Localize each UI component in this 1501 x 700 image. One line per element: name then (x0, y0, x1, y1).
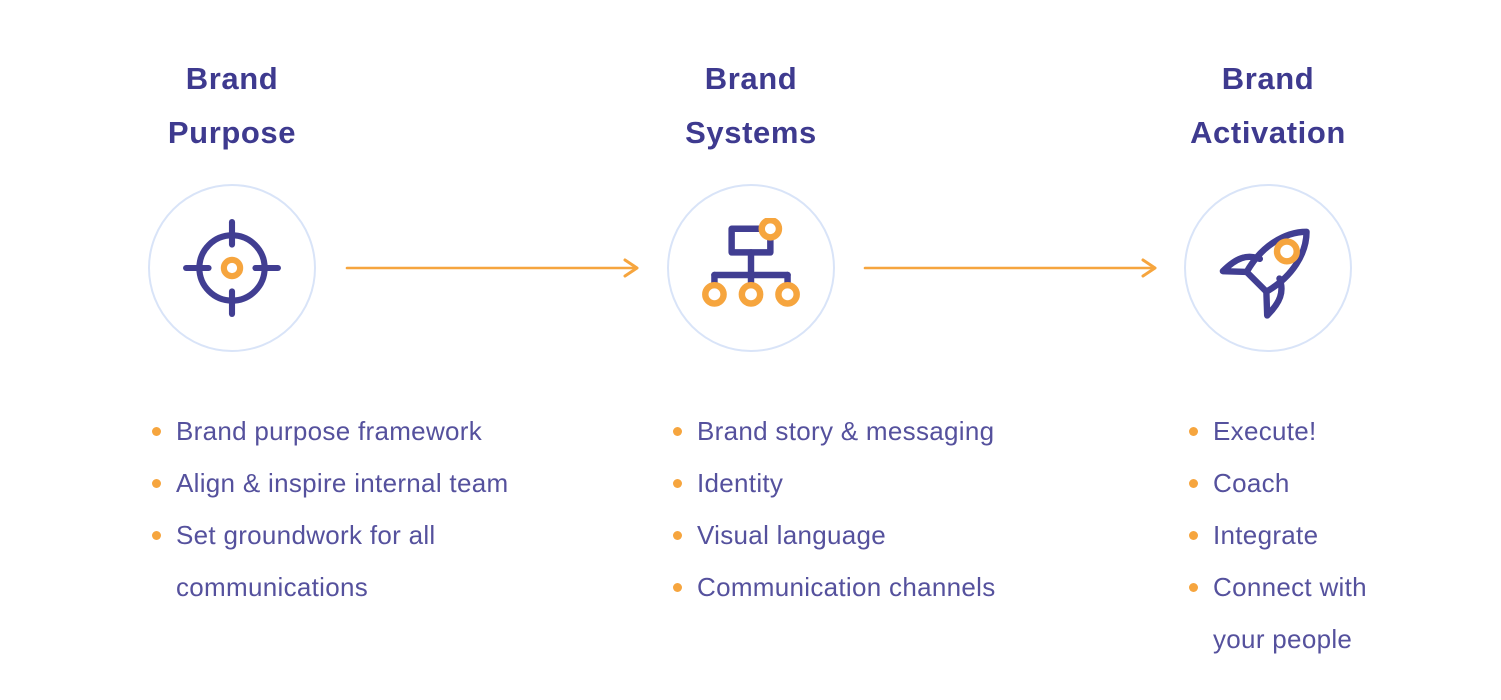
list-item-text: Coach (1213, 468, 1290, 498)
bullet-dot-icon (1189, 531, 1198, 540)
icon-circle (1184, 184, 1352, 352)
bullet-dot-icon (152, 427, 161, 436)
list-item-text: Brand purpose framework (176, 416, 483, 446)
bullet-dot-icon (673, 427, 682, 436)
list-item-text: Set groundwork for all communications (176, 520, 436, 602)
list-item: Identity (673, 457, 1103, 509)
brand-purpose-list: Brand purpose framework Align & inspire … (152, 405, 582, 613)
list-item: Integrate (1189, 509, 1449, 561)
list-item: Visual language (673, 509, 1103, 561)
brand-activation-list: Execute! Coach Integrate Connect with yo… (1189, 405, 1449, 665)
bullet-dot-icon (1189, 479, 1198, 488)
column-title: Brand Purpose (167, 61, 297, 150)
rocket-icon (1219, 228, 1310, 319)
icon-circle (148, 184, 316, 352)
bullet-dot-icon (673, 531, 682, 540)
list-item-text: Visual language (697, 520, 887, 550)
list-item-text: Connect with your people (1213, 572, 1367, 654)
org-chart-icon (702, 218, 800, 307)
brand-systems-list: Brand story & messaging Identity Visual … (673, 405, 1103, 613)
list-item: Align & inspire internal team (152, 457, 582, 509)
list-item-text: Execute! (1213, 416, 1317, 446)
right-arrow-icon (863, 258, 1157, 278)
icon-circle (667, 184, 835, 352)
column-title: Brand Activation (1190, 61, 1346, 150)
list-item: Set groundwork for all communications (152, 509, 582, 613)
list-item-text: Brand story & messaging (697, 416, 995, 446)
bullet-dot-icon (1189, 427, 1198, 436)
bullet-dot-icon (673, 479, 682, 488)
list-item: Brand story & messaging (673, 405, 1103, 457)
bullet-dot-icon (152, 479, 161, 488)
list-item-text: Align & inspire internal team (176, 468, 509, 498)
list-item-text: Integrate (1213, 520, 1319, 550)
list-item-text: Identity (697, 468, 784, 498)
list-item: Communication channels (673, 561, 1103, 613)
right-arrow-icon (345, 258, 639, 278)
list-item-text: Communication channels (697, 572, 996, 602)
bullet-dot-icon (1189, 583, 1198, 592)
bullet-dot-icon (673, 583, 682, 592)
list-item: Connect with your people (1189, 561, 1449, 665)
list-item: Coach (1189, 457, 1449, 509)
bullet-dot-icon (152, 531, 161, 540)
list-item: Brand purpose framework (152, 405, 582, 457)
list-item: Execute! (1189, 405, 1449, 457)
column-title: Brand Systems (685, 61, 817, 150)
target-icon (183, 219, 281, 317)
